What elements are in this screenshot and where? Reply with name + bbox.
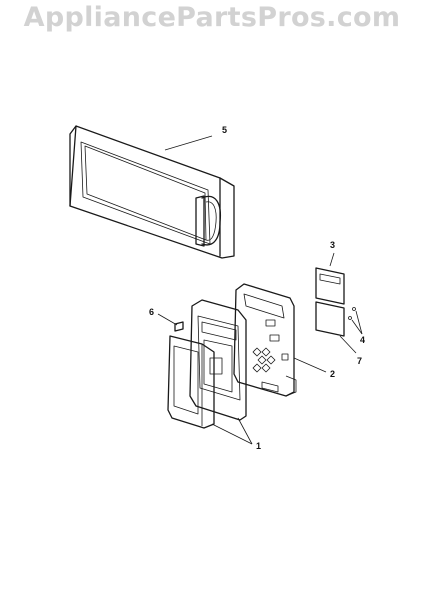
control-panel-part <box>233 283 297 397</box>
bottom-label-part <box>315 301 345 337</box>
callout-door: 5 <box>222 125 227 135</box>
door-assembly-part <box>167 299 247 429</box>
callout-control-panel: 2 <box>330 369 335 379</box>
door-part <box>69 125 235 259</box>
top-label-part <box>315 267 345 305</box>
clip-part <box>174 321 184 332</box>
callout-screws: 4 <box>360 335 365 345</box>
screws-part <box>348 307 363 335</box>
callout-label-top: 3 <box>330 240 335 250</box>
callout-door-assembly: 1 <box>256 441 261 451</box>
callout-clip: 6 <box>149 307 154 317</box>
callout-label-bottom: 7 <box>357 356 362 366</box>
watermark-logo: AppliancePartsPros.com <box>23 2 401 33</box>
